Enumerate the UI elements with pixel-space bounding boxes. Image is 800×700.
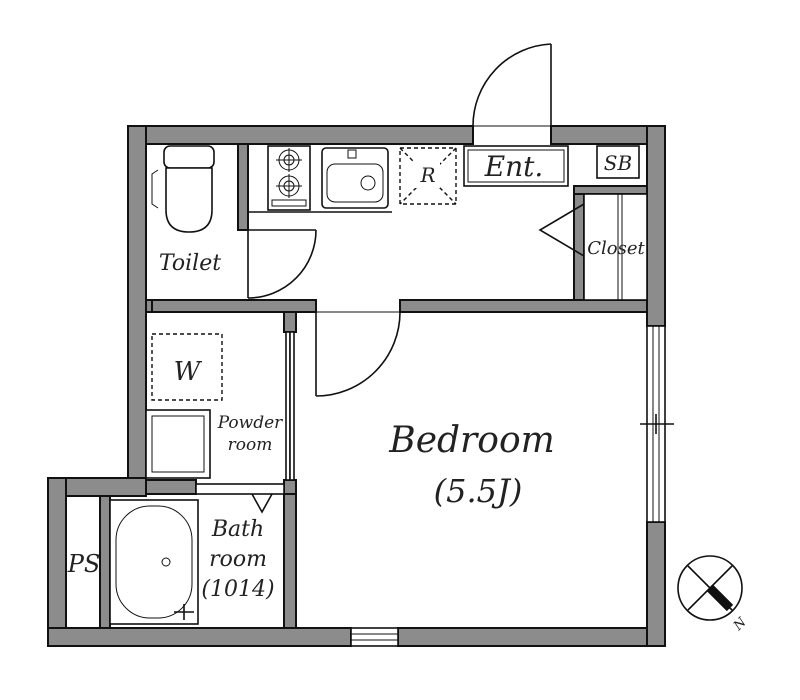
entrance-area: Ent. (463, 145, 569, 187)
bath-faucet-icon (174, 604, 194, 620)
bath-label-3: (1014) (201, 577, 274, 602)
powder-room-label-1: Powder (217, 413, 283, 433)
refrigerator-space: R (399, 147, 457, 205)
shoe-box: SB (596, 145, 640, 179)
sink-icon (321, 147, 389, 209)
entrance-label: Ent. (484, 150, 544, 183)
bathtub-icon (109, 499, 199, 625)
vanity-icon (145, 409, 211, 479)
compass-north-label: N (730, 615, 750, 635)
bedroom-window-bottom (350, 627, 399, 647)
shoe-box-label: SB (604, 151, 632, 175)
bedroom-name: Bedroom (388, 420, 555, 461)
washer-space: W (151, 333, 223, 401)
closet: Closet (538, 193, 648, 301)
refrigerator-label: R (419, 163, 435, 187)
bath-label-2: room (209, 547, 267, 572)
pipe-space-label: PS (67, 550, 101, 578)
entrance-door (472, 43, 552, 127)
toilet-door (247, 229, 317, 299)
toilet-icon (151, 145, 215, 233)
bedroom-size: (5.5J) (434, 472, 523, 510)
bedroom-window-right (640, 325, 674, 523)
compass-icon: N (677, 555, 750, 635)
bath-label-1: Bath (211, 517, 264, 542)
toilet-label: Toilet (159, 251, 221, 276)
powder-sliding-door (285, 331, 295, 481)
powder-room-label-2: room (228, 435, 273, 455)
closet-label: Closet (587, 238, 645, 259)
bath-door (195, 483, 285, 514)
washer-label: W (174, 357, 203, 387)
bedroom: Bedroom (5.5J) (388, 420, 555, 510)
stove-icon (267, 145, 311, 211)
bedroom-door (315, 311, 401, 397)
